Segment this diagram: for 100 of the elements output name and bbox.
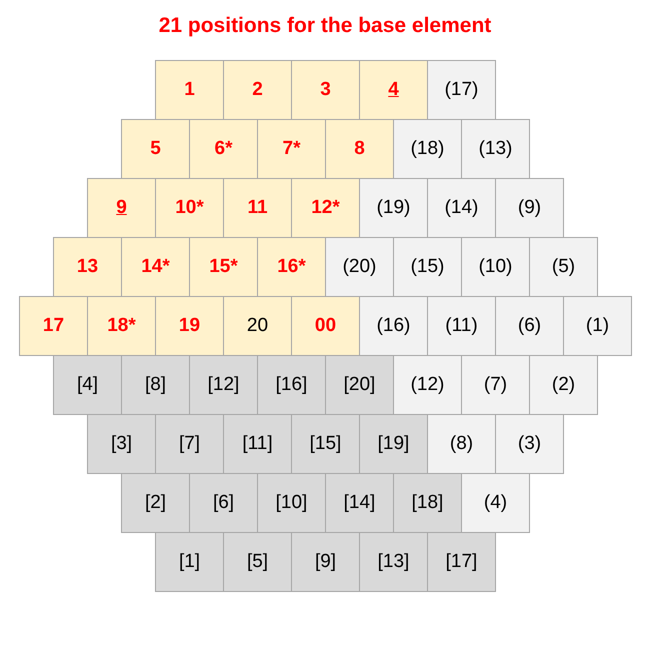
position-number: (14) xyxy=(444,197,478,219)
position-number: (15) xyxy=(410,256,444,278)
position-number: [6] xyxy=(212,492,234,514)
grid-cell xyxy=(121,473,190,533)
position-number: (18) xyxy=(410,138,444,160)
grid-cell xyxy=(291,532,360,592)
position-number: 20 xyxy=(246,315,268,337)
grid-cell xyxy=(53,237,122,297)
position-number: 9 xyxy=(116,197,127,219)
grid-cell xyxy=(359,296,428,356)
position-number: [18] xyxy=(412,492,444,514)
position-number: 3 xyxy=(320,79,331,101)
position-number: [16] xyxy=(276,374,308,396)
grid-cell xyxy=(189,119,258,179)
position-number: (3) xyxy=(518,433,542,455)
position-number: [14] xyxy=(344,492,376,514)
position-number: (20) xyxy=(342,256,376,278)
grid-cell xyxy=(393,355,462,415)
grid-cell xyxy=(291,60,360,120)
position-number: [9] xyxy=(314,551,336,573)
grid-cell xyxy=(359,60,428,120)
grid-cell xyxy=(223,296,292,356)
position-number: [7] xyxy=(178,433,200,455)
grid-cell xyxy=(223,532,292,592)
grid-cell xyxy=(427,414,496,474)
position-number: 14* xyxy=(141,256,170,278)
position-number: 10* xyxy=(175,197,204,219)
grid-cell xyxy=(325,237,394,297)
grid-cell xyxy=(87,414,156,474)
grid-cell xyxy=(359,178,428,238)
grid-cell xyxy=(155,178,224,238)
grid-cell xyxy=(563,296,632,356)
position-number: [20] xyxy=(344,374,376,396)
grid-cell xyxy=(427,60,496,120)
position-number: 2 xyxy=(252,79,263,101)
position-number: (12) xyxy=(410,374,444,396)
grid-cell xyxy=(393,237,462,297)
grid-cell xyxy=(257,473,326,533)
grid-cell xyxy=(87,296,156,356)
grid-cell xyxy=(53,355,122,415)
grid-cell xyxy=(325,355,394,415)
position-number: [3] xyxy=(110,433,132,455)
position-number: (5) xyxy=(552,256,576,278)
grid-cell xyxy=(19,296,88,356)
position-number: [17] xyxy=(446,551,478,573)
grid-cell xyxy=(189,355,258,415)
position-number: (1) xyxy=(586,315,610,337)
position-number: 4 xyxy=(388,79,399,101)
position-number: (9) xyxy=(518,197,542,219)
grid-cell xyxy=(325,473,394,533)
position-number: (16) xyxy=(376,315,410,337)
grid-cell xyxy=(427,296,496,356)
grid-cell xyxy=(155,532,224,592)
grid-cell xyxy=(427,178,496,238)
position-number: 11 xyxy=(247,197,268,219)
position-number: 6* xyxy=(214,138,232,160)
position-number: (17) xyxy=(444,79,478,101)
grid-cell xyxy=(461,355,530,415)
grid-cell xyxy=(461,119,530,179)
grid-cell xyxy=(121,237,190,297)
position-number: [11] xyxy=(242,433,273,455)
title: 21 positions for the base element xyxy=(158,14,492,38)
position-number: [19] xyxy=(378,433,410,455)
position-number: 17 xyxy=(42,315,64,337)
grid-cell xyxy=(189,473,258,533)
grid-cell xyxy=(121,355,190,415)
position-number: (19) xyxy=(376,197,410,219)
position-number: [5] xyxy=(246,551,268,573)
grid-cell xyxy=(495,414,564,474)
position-number: [2] xyxy=(144,492,166,514)
position-number: 8 xyxy=(354,138,365,160)
grid-cell xyxy=(257,355,326,415)
position-number: [13] xyxy=(378,551,410,573)
position-number: [8] xyxy=(144,374,166,396)
position-number: (7) xyxy=(484,374,508,396)
grid-cell xyxy=(495,178,564,238)
grid-cell xyxy=(257,119,326,179)
grid-cell xyxy=(529,355,598,415)
position-number: 12* xyxy=(311,197,340,219)
grid-cell xyxy=(461,473,530,533)
grid-cell xyxy=(427,532,496,592)
position-number: 18* xyxy=(107,315,136,337)
position-number: (6) xyxy=(518,315,542,337)
position-number: (13) xyxy=(478,138,512,160)
position-number: 15* xyxy=(209,256,238,278)
position-number: (2) xyxy=(552,374,576,396)
grid-cell xyxy=(223,178,292,238)
grid-cell xyxy=(291,178,360,238)
position-number: 5 xyxy=(150,138,161,160)
grid-cell xyxy=(325,119,394,179)
position-number: 19 xyxy=(178,315,200,337)
position-number: (4) xyxy=(484,492,508,514)
position-number: (8) xyxy=(450,433,474,455)
grid-cell xyxy=(223,414,292,474)
grid-cell xyxy=(359,532,428,592)
grid-cell xyxy=(155,296,224,356)
grid-cell xyxy=(189,237,258,297)
position-number: [10] xyxy=(276,492,308,514)
position-number: (10) xyxy=(478,256,512,278)
position-number: [1] xyxy=(178,551,200,573)
